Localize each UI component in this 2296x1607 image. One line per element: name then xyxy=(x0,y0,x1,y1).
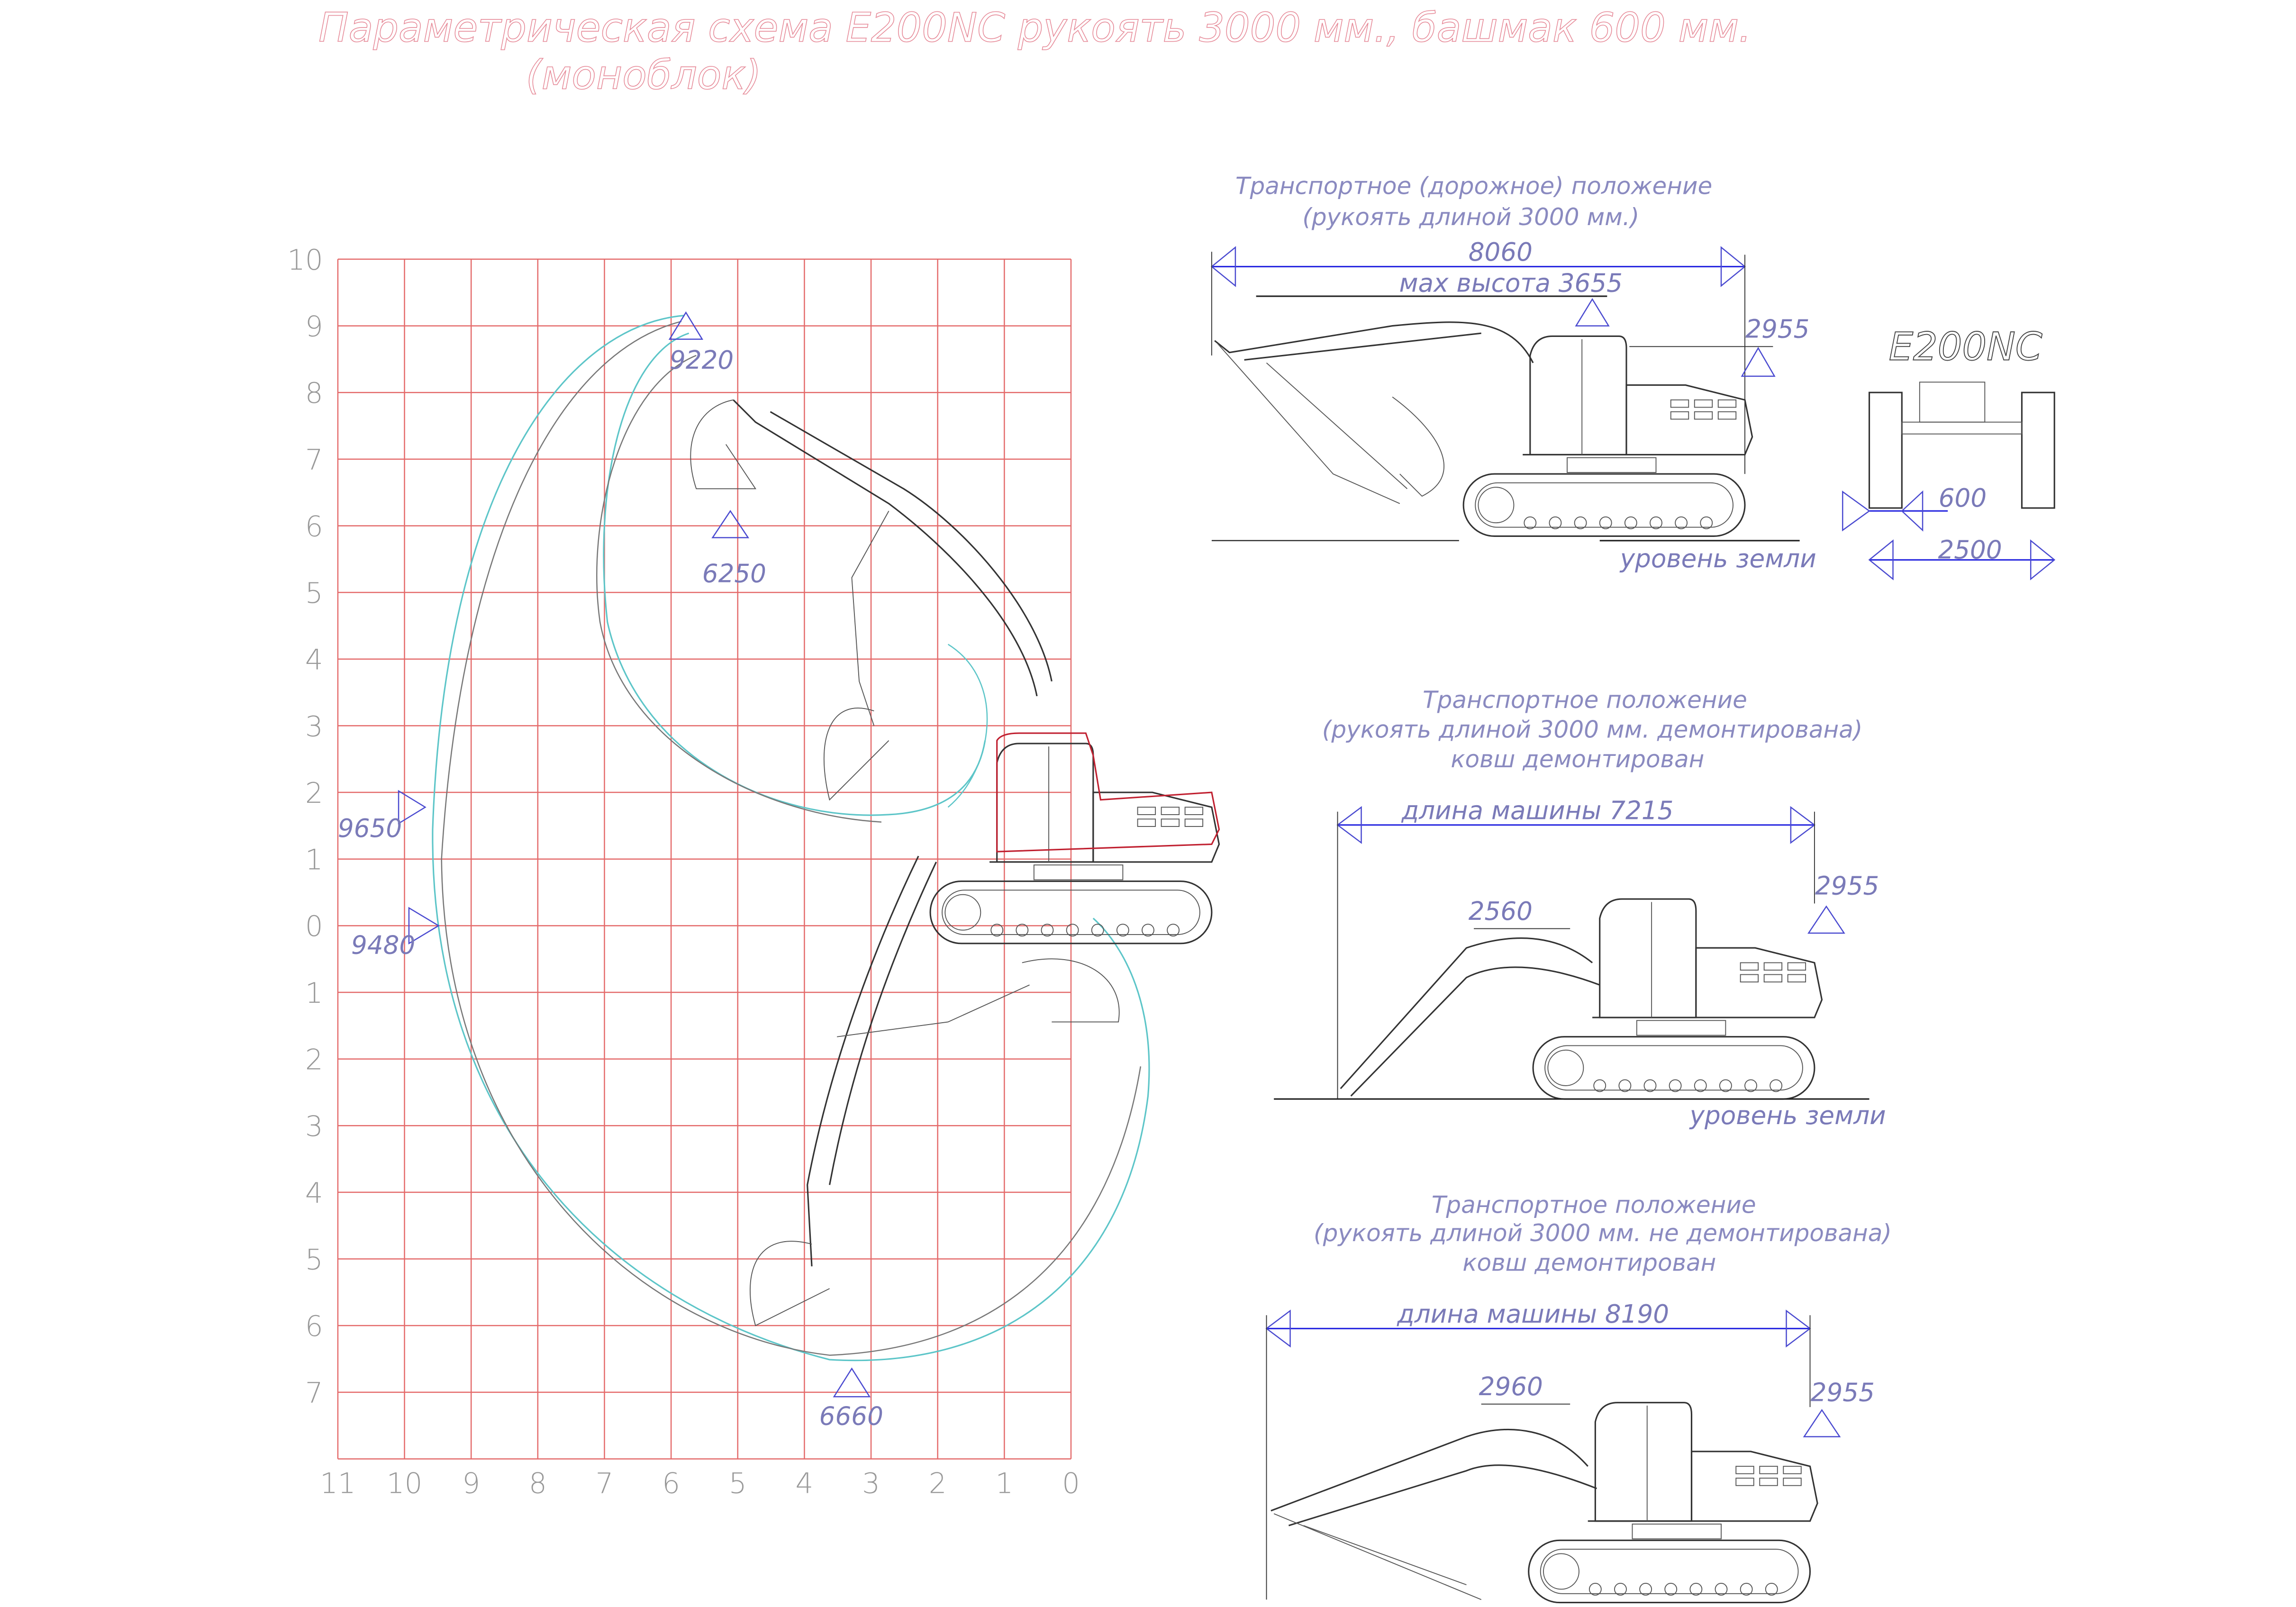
x-tick-label: 9 xyxy=(462,1467,480,1500)
svg-text:Транспортное (дорожное) положе: Транспортное (дорожное) положение xyxy=(1235,172,1712,200)
x-tick-label: 7 xyxy=(596,1467,614,1500)
y-tick-label: 5 xyxy=(305,577,323,610)
max-dump-height-marker: 6250 xyxy=(702,509,766,588)
x-tick-label: 10 xyxy=(387,1467,423,1500)
y-tick-label: 6 xyxy=(305,510,323,543)
svg-text:длина машины 8190: длина машины 8190 xyxy=(1397,1299,1669,1329)
svg-text:уровень земли: уровень земли xyxy=(1689,1101,1886,1130)
excavator-side-view xyxy=(929,732,1220,944)
svg-text:ковш демонтирован: ковш демонтирован xyxy=(1451,745,1704,773)
x-tick-label: 5 xyxy=(729,1467,747,1500)
svg-text:9480: 9480 xyxy=(351,931,415,960)
svg-text:9650: 9650 xyxy=(338,814,402,843)
y-tick-label: 2 xyxy=(305,1044,323,1076)
y-tick-label: 3 xyxy=(305,710,323,743)
bucket-mid xyxy=(823,708,889,801)
x-tick-label: 11 xyxy=(320,1467,356,1500)
boom-upper xyxy=(733,399,1053,697)
y-tick-label: 8 xyxy=(305,377,323,410)
svg-text:8060: 8060 xyxy=(1469,237,1533,267)
arm-upper xyxy=(851,510,889,726)
x-tick-label: 4 xyxy=(796,1467,814,1500)
x-tick-label: 8 xyxy=(529,1467,547,1500)
y-tick-label: 2 xyxy=(305,777,323,810)
outer-envelope-gray xyxy=(441,320,1142,1356)
bucket-right xyxy=(1022,958,1120,1023)
svg-text:2955: 2955 xyxy=(1745,315,1809,344)
max-dig-depth-marker: 6660 xyxy=(819,1367,883,1431)
svg-text:9220: 9220 xyxy=(670,345,734,375)
working-range-grid xyxy=(337,258,1072,1460)
svg-text:ковш демонтирован: ковш демонтирован xyxy=(1462,1249,1716,1277)
max-reach-marker: 9650 xyxy=(338,790,427,843)
bucket-bottom xyxy=(750,1241,830,1326)
bucket-arc xyxy=(947,644,988,808)
svg-text:(рукоять длиной 3000 мм.): (рукоять длиной 3000 мм.) xyxy=(1302,203,1639,231)
svg-text:(рукоять длиной 3000 мм. не де: (рукоять длиной 3000 мм. не демонтирован… xyxy=(1314,1219,1892,1247)
y-tick-label: 9 xyxy=(305,310,323,343)
shoe-width-label: 600 xyxy=(1939,483,1987,513)
svg-text:Транспортное положение: Транспортное положение xyxy=(1432,1191,1756,1219)
page-title: Параметрическая схема E200NC рукоять 300… xyxy=(318,5,1751,51)
svg-text:6250: 6250 xyxy=(702,559,766,588)
svg-text:(рукоять длиной 3000 мм. демон: (рукоять длиной 3000 мм. демонтирована) xyxy=(1322,716,1862,743)
svg-text:мах высота 3655: мах высота 3655 xyxy=(1399,269,1623,298)
svg-text:2560: 2560 xyxy=(1469,897,1533,926)
y-tick-label: 0 xyxy=(305,910,323,943)
transport-arm-attached-view: Транспортное положение (рукоять длиной 3… xyxy=(1265,1191,1892,1604)
y-tick-label: 7 xyxy=(305,444,323,477)
x-tick-label: 0 xyxy=(1062,1467,1080,1500)
track-width-label: 2500 xyxy=(1938,535,2002,564)
y-tick-label: 5 xyxy=(305,1244,323,1276)
svg-text:2960: 2960 xyxy=(1479,1372,1543,1401)
y-tick-label: 3 xyxy=(305,1110,323,1143)
y-tick-label: 4 xyxy=(305,644,323,677)
svg-text:6660: 6660 xyxy=(819,1402,883,1431)
transport-arm-removed-view: Транспортное положение (рукоять длиной 3… xyxy=(1274,686,1886,1130)
y-tick-label: 10 xyxy=(287,244,323,277)
outer-envelope-curve xyxy=(432,315,1150,1362)
boom-lower xyxy=(807,855,937,1267)
y-tick-label: 7 xyxy=(305,1377,323,1410)
svg-text:Транспортное положение: Транспортное положение xyxy=(1423,686,1747,714)
svg-text:длина машины 7215: длина машины 7215 xyxy=(1401,796,1674,825)
y-tick-label: 1 xyxy=(305,977,323,1010)
x-tick-label: 1 xyxy=(995,1467,1013,1500)
page-subtitle: (моноблок) xyxy=(526,52,761,99)
inner-envelope-gray xyxy=(596,354,882,823)
x-tick-label: 6 xyxy=(662,1467,680,1500)
y-tick-label: 4 xyxy=(305,1177,323,1210)
y-tick-label: 6 xyxy=(305,1310,323,1343)
y-tick-label: 1 xyxy=(305,844,323,877)
road-position-view: Транспортное (дорожное) положение (рукоя… xyxy=(1210,172,1816,573)
x-tick-label: 2 xyxy=(929,1467,947,1500)
max-cut-height-marker: 9220 xyxy=(668,311,734,375)
inner-envelope-curve xyxy=(603,332,986,816)
bucket-top xyxy=(690,399,757,490)
x-tick-label: 3 xyxy=(862,1467,880,1500)
front-view: E200NC 600 2500 xyxy=(1842,325,2056,581)
svg-text:2955: 2955 xyxy=(1811,1378,1875,1407)
max-reach-ground-marker: 9480 xyxy=(351,907,440,960)
svg-text:уровень земли: уровень земли xyxy=(1619,544,1816,573)
svg-text:E200NC: E200NC xyxy=(1889,325,2042,369)
svg-text:2955: 2955 xyxy=(1815,872,1879,901)
arm-lower xyxy=(837,984,1030,1037)
